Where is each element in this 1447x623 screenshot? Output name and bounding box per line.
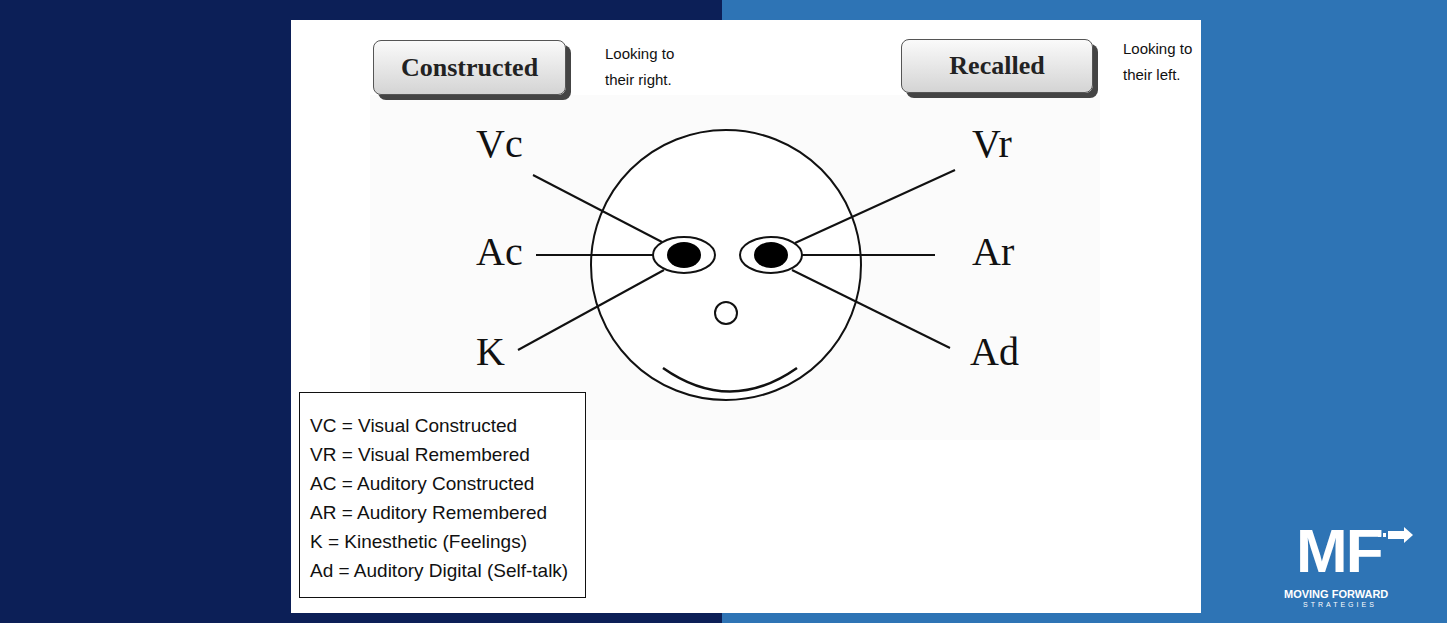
leader-line — [795, 170, 955, 243]
legend-entry: AC = Auditory Constructed — [310, 469, 571, 498]
button-label: Recalled — [949, 51, 1044, 81]
leader-line — [802, 254, 935, 256]
legend-box: VC = Visual ConstructedVR = Visual Remem… — [299, 392, 586, 598]
leader-line — [792, 270, 950, 348]
legend-entry: AR = Auditory Remembered — [310, 498, 571, 527]
button-box: Constructed — [373, 40, 566, 95]
legend-entry: VC = Visual Constructed — [310, 411, 571, 440]
leader-line — [533, 175, 662, 242]
eye-code: Ac — [476, 232, 523, 272]
side-note: Looking to their left. — [1123, 36, 1199, 88]
legend-entry: VR = Visual Remembered — [310, 440, 571, 469]
logo-text: MOVING FORWARD — [1284, 588, 1388, 600]
eye-code: Ad — [970, 332, 1019, 372]
eye-code: Ar — [972, 232, 1014, 272]
leader-line — [536, 254, 653, 256]
left-pupil — [667, 242, 701, 268]
left-eye — [653, 237, 715, 273]
eye-code: Vr — [972, 124, 1012, 164]
legend-entry: Ad = Auditory Digital (Self-talk) — [310, 556, 571, 585]
smile — [663, 368, 797, 392]
face-outline — [591, 130, 861, 400]
face-ground — [370, 95, 1100, 440]
leader-line — [518, 270, 664, 350]
logo-text: STRATEGIES — [1303, 601, 1377, 609]
button-label: Constructed — [401, 53, 538, 83]
eye-code: Vc — [476, 124, 523, 164]
right-pupil — [754, 242, 788, 268]
side-note: Looking to their right. — [605, 41, 695, 93]
legend-entry: K = Kinesthetic (Feelings) — [310, 527, 571, 556]
nose — [715, 302, 737, 324]
logo-arrows — [1378, 527, 1413, 543]
logo-mark: MF — [1296, 520, 1382, 582]
right-eye — [740, 237, 802, 273]
button-box: Recalled — [901, 39, 1093, 93]
white-panel — [291, 20, 1201, 613]
eye-code: K — [476, 332, 505, 372]
